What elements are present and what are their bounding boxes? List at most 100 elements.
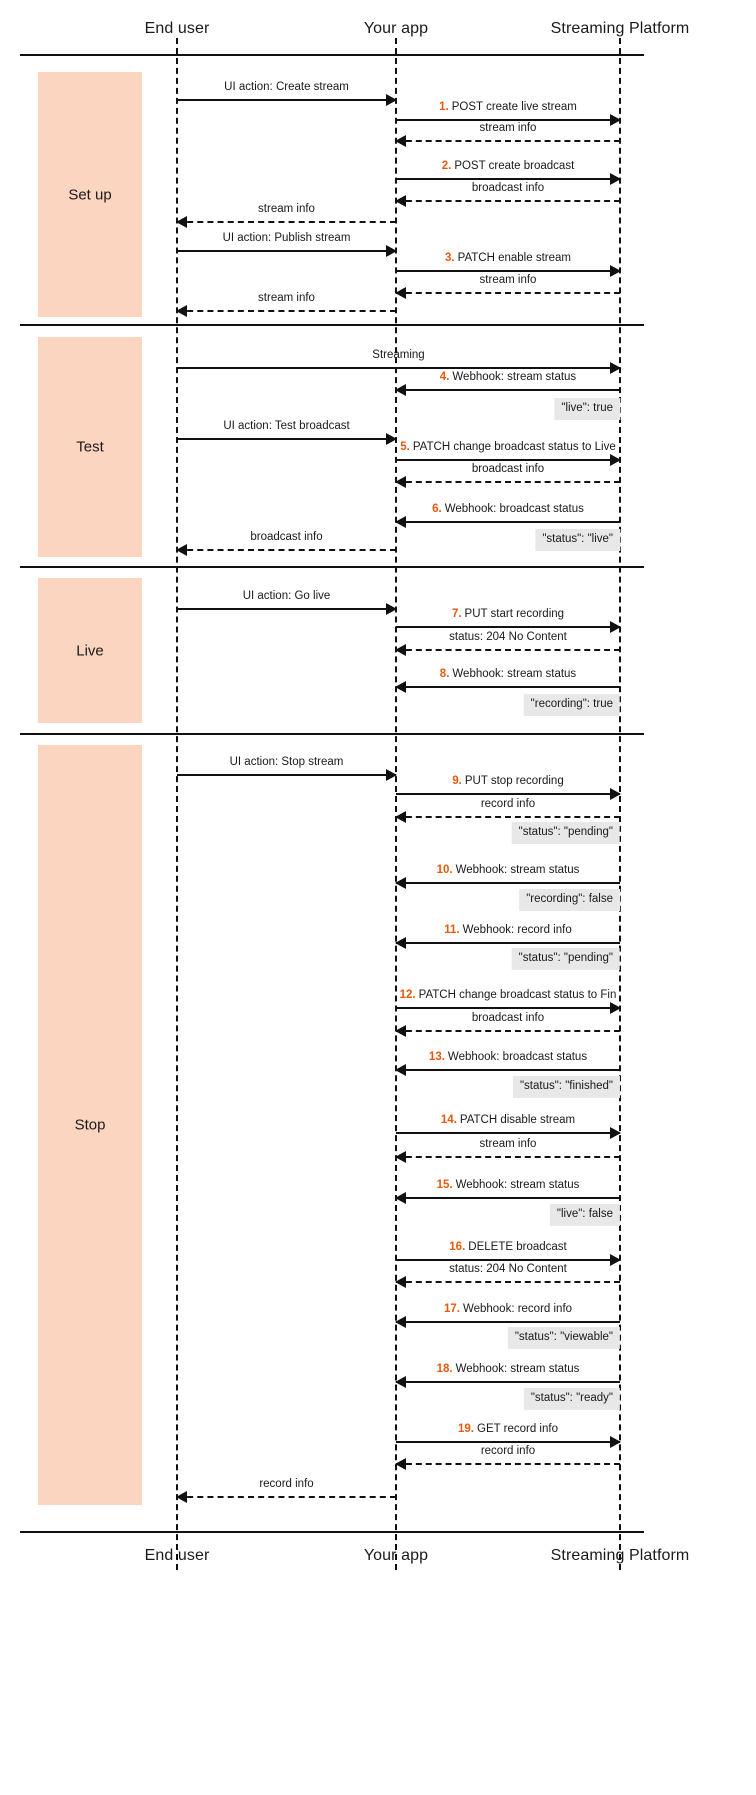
arrowhead-icon <box>176 1491 187 1503</box>
phase-label-test: Test <box>76 438 104 456</box>
arrowhead-icon <box>395 195 406 207</box>
message-label: broadcast info <box>471 1012 545 1025</box>
message-label: Webhook: stream status <box>455 864 580 877</box>
message-line <box>396 1197 620 1199</box>
message-step-number: 11. <box>444 924 460 937</box>
message-caption: 7.PUT start recording <box>452 608 564 621</box>
message-caption: UI action: Go live <box>243 590 331 603</box>
message-line <box>177 250 396 252</box>
message-label: record info <box>480 798 536 811</box>
message-line <box>177 1496 396 1498</box>
message-line <box>396 119 620 121</box>
message-line <box>396 1007 620 1009</box>
arrowhead-icon <box>395 681 406 693</box>
message-step-number: 5. <box>400 441 410 454</box>
message-step-number: 7. <box>451 608 462 621</box>
arrowhead-icon <box>610 1127 621 1139</box>
actor-label-streaming-platform: Streaming Platform <box>550 20 690 37</box>
phase-label-live: Live <box>76 642 104 659</box>
message-step-number: 18. <box>436 1363 453 1376</box>
arrowhead-icon <box>395 1151 406 1163</box>
arrowhead-icon <box>610 265 621 277</box>
message-label: broadcast info <box>471 463 545 476</box>
phase-separator-2 <box>20 566 644 568</box>
message-caption: 14.PATCH disable stream <box>441 1114 575 1127</box>
message-step-number: 4. <box>439 371 450 384</box>
message-label: stream info <box>258 292 315 305</box>
arrowhead-icon <box>610 362 621 374</box>
payload-badge-p7: "status": "finished" <box>512 1076 620 1098</box>
phase-label-set-up: Set up <box>68 186 112 203</box>
message-label: PUT stop recording <box>464 775 564 788</box>
payload-badge-p10: "status": "ready" <box>523 1388 620 1410</box>
message-line <box>396 389 620 391</box>
message-caption: 1.POST create live stream <box>439 101 577 114</box>
message-line <box>396 626 620 628</box>
arrowhead-icon <box>176 305 187 317</box>
message-label: PATCH change broadcast status to Fin <box>418 989 617 1002</box>
message-label: status: 204 No Content <box>449 1263 567 1276</box>
message-caption: record info <box>259 1478 313 1491</box>
message-label: POST create live stream <box>451 101 577 114</box>
message-line <box>396 882 620 884</box>
arrowhead-icon <box>395 1192 406 1204</box>
message-step-number: 1. <box>439 101 449 114</box>
arrowhead-icon <box>395 384 406 396</box>
message-caption: 18.Webhook: stream status <box>437 1363 580 1376</box>
payload-badge-p3: "recording": true <box>523 694 620 716</box>
message-caption: stream info <box>480 1138 537 1151</box>
arrowhead-icon <box>176 216 187 228</box>
payload-badge-p4: "status": "pending" <box>511 822 620 844</box>
message-caption: UI action: Publish stream <box>223 232 351 245</box>
arrowhead-icon <box>395 516 406 528</box>
message-line <box>396 1321 620 1323</box>
arrowhead-icon <box>395 1458 406 1470</box>
phase-separator-1 <box>20 324 644 326</box>
message-caption: stream info <box>480 122 537 135</box>
message-caption: 5.PATCH change broadcast status to Live <box>400 441 615 454</box>
message-line <box>396 200 620 202</box>
message-caption: 9.PUT stop recording <box>452 775 563 788</box>
actor-footer-label-end-user: End user <box>144 1547 210 1564</box>
message-step-number: 9. <box>452 775 462 788</box>
message-label: Webhook: record info <box>462 924 572 937</box>
message-caption: UI action: Create stream <box>224 81 349 94</box>
lifeline-your-app <box>395 38 397 1570</box>
message-step-number: 2. <box>441 160 452 173</box>
message-caption: 3.PATCH enable stream <box>445 252 571 265</box>
message-label: UI action: Publish stream <box>222 232 351 245</box>
message-line <box>396 1132 620 1134</box>
arrowhead-icon <box>610 788 621 800</box>
phase-label-stop: Stop <box>74 1116 106 1134</box>
message-label: UI action: Test broadcast <box>223 420 350 433</box>
message-caption: stream info <box>258 292 315 305</box>
phase-separator-3 <box>20 733 644 735</box>
message-step-number: 8. <box>439 668 450 681</box>
message-caption: record info <box>481 798 535 811</box>
arrowhead-icon <box>395 877 406 889</box>
message-line <box>396 140 620 142</box>
arrowhead-icon <box>610 1436 621 1448</box>
message-label: Webhook: stream status <box>455 1179 580 1192</box>
arrowhead-icon <box>610 454 621 466</box>
message-label: record info <box>259 1478 314 1491</box>
message-line <box>396 178 620 180</box>
message-label: stream info <box>479 122 537 135</box>
phase-box-set-up <box>38 72 142 317</box>
message-line <box>177 438 396 440</box>
message-label: PATCH enable stream <box>457 252 571 265</box>
message-label: UI action: Go live <box>242 590 331 603</box>
message-line <box>177 310 396 312</box>
message-caption: 16.DELETE broadcast <box>449 1241 566 1254</box>
payload-badge-p2: "status": "live" <box>535 529 620 551</box>
arrowhead-icon <box>610 114 621 126</box>
message-step-number: 19. <box>458 1423 475 1436</box>
message-line <box>396 686 620 688</box>
message-caption: status: 204 No Content <box>449 1263 567 1276</box>
message-line <box>177 549 396 551</box>
arrowhead-icon <box>395 476 406 488</box>
message-line <box>177 774 396 776</box>
arrowhead-icon <box>610 1002 621 1014</box>
message-label: status: 204 No Content <box>449 631 567 644</box>
